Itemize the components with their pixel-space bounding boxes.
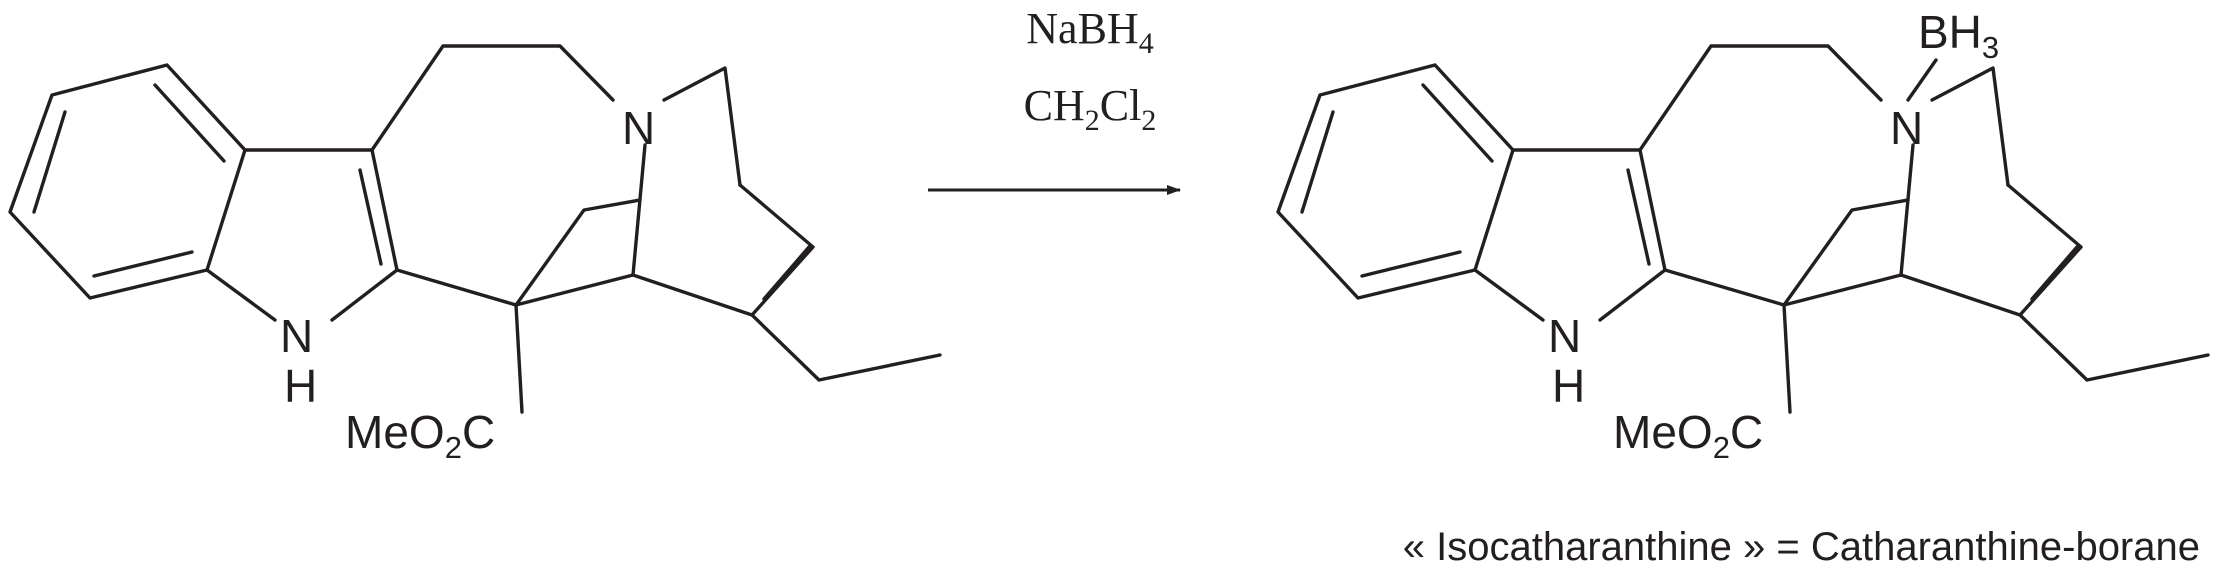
reactant-catharanthine: N N H MeO2C <box>8 44 942 465</box>
product-n-b-bond <box>1906 58 1938 102</box>
reaction-conditions: NaBH4 CH2Cl2 <box>928 4 1181 195</box>
product-benzene-ring <box>1276 63 1515 300</box>
product-borane-label: BH3 <box>1918 6 1999 65</box>
reactant-indole-nh: N H <box>280 310 317 412</box>
product-ester-label: MeO2C <box>1613 406 1763 465</box>
product-amine-nitrogen: N <box>1890 102 1923 154</box>
reactant-indole-h: H <box>284 360 317 412</box>
product-catharanthine-borane: N BH3 N H MeO2C <box>1276 6 2210 465</box>
reagent-ch2cl2: CH2Cl2 <box>1024 81 1157 137</box>
product-caption: « Isocatharanthine » = Catharanthine-bor… <box>1403 525 2200 569</box>
product-indole-n: N <box>1548 310 1581 362</box>
product-cage-bonds <box>1638 44 2210 414</box>
reactant-cage-bonds <box>370 44 942 414</box>
reactant-ester-label: MeO2C <box>345 406 495 465</box>
reactant-amine-nitrogen: N <box>622 102 655 154</box>
product-indole-h: H <box>1552 360 1585 412</box>
product-indole-nh: N H <box>1548 310 1585 412</box>
reagent-nabh4: NaBH4 <box>1026 4 1153 60</box>
reactant-benzene-ring <box>8 63 247 300</box>
reactant-indole-n: N <box>280 310 313 362</box>
